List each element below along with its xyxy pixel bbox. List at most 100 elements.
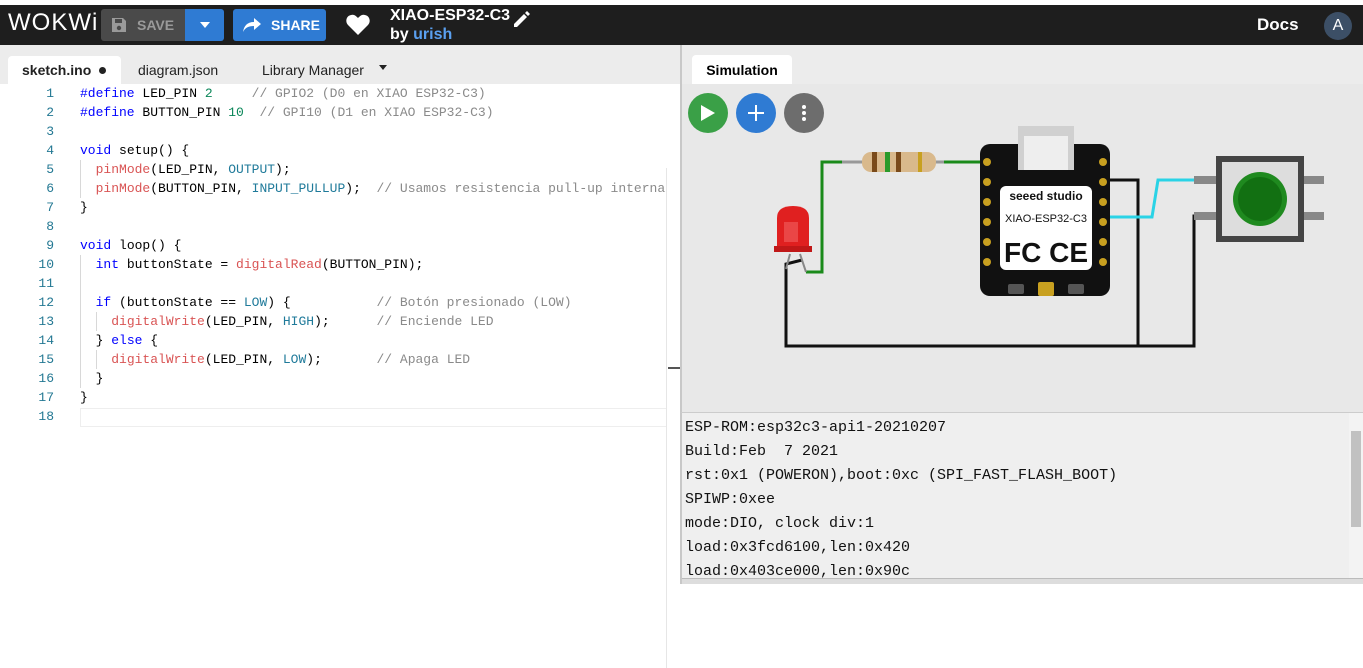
- pencil-icon: [514, 11, 530, 27]
- line-number: 17: [38, 390, 54, 405]
- red-led: [774, 206, 812, 273]
- indent-guide: [80, 255, 81, 388]
- code-line[interactable]: 6 pinMode(BUTTON_PIN, INPUT_PULLUP); // …: [0, 179, 680, 198]
- serial-scrollbar[interactable]: [1349, 413, 1363, 578]
- line-number: 1: [46, 86, 54, 101]
- share-arrow-icon: [243, 18, 261, 32]
- code-text: int buttonState = digitalRead(BUTTON_PIN…: [95, 257, 424, 272]
- code-line[interactable]: 18: [0, 407, 680, 426]
- caret-down-icon: [199, 22, 210, 28]
- code-line[interactable]: 14 } else {: [0, 331, 680, 350]
- floppy-disk-icon: [112, 18, 126, 32]
- more-options-button[interactable]: [784, 93, 824, 133]
- code-line[interactable]: 16 }: [0, 369, 680, 388]
- line-number: 4: [46, 143, 54, 158]
- serial-line: rst:0x1 (POWERON),boot:0xc (SPI_FAST_FLA…: [685, 467, 1118, 484]
- pushbutton: [1194, 156, 1324, 242]
- tab-library-manager[interactable]: Library Manager: [248, 56, 378, 84]
- xiao-esp32-c3-board: seeed studio XIAO-ESP32-C3 FC CE: [980, 126, 1110, 296]
- save-button[interactable]: SAVE: [101, 9, 185, 41]
- project-author: by urish: [390, 26, 452, 44]
- editor-tabbar: sketch.ino diagram.json Library Manager: [0, 45, 680, 84]
- play-icon: [701, 105, 715, 121]
- code-text: }: [80, 200, 88, 215]
- save-label: SAVE: [137, 17, 175, 33]
- simulation-canvas[interactable]: seeed studio XIAO-ESP32-C3 FC CE: [680, 84, 1363, 412]
- line-number: 6: [46, 181, 54, 196]
- code-text: }: [80, 390, 88, 405]
- code-text: pinMode(LED_PIN, OUTPUT);: [95, 162, 291, 177]
- code-line[interactable]: 2 #define BUTTON_PIN 10 // GPI10 (D1 en X…: [0, 103, 680, 122]
- line-number: 7: [46, 200, 54, 215]
- code-text: if (buttonState == LOW) { // Botón presi…: [95, 295, 572, 310]
- line-number: 8: [46, 219, 54, 234]
- code-text: digitalWrite(LED_PIN, HIGH); // Enciende…: [111, 314, 494, 329]
- code-line[interactable]: 3: [0, 122, 680, 141]
- code-text: void loop() {: [80, 238, 182, 253]
- plus-icon: [748, 105, 764, 121]
- serial-line: Build:Feb 7 2021: [685, 443, 839, 460]
- tab-label: Library Manager: [262, 62, 364, 78]
- app-header: WOKWi SAVE SHARE XIAO-ESP32-C3 by urish …: [0, 5, 1363, 45]
- code-line[interactable]: 5 pinMode(LED_PIN, OUTPUT);: [0, 160, 680, 179]
- wokwi-logo[interactable]: WOKWi: [8, 9, 99, 36]
- author-link[interactable]: urish: [413, 26, 453, 43]
- indent-guide: [96, 312, 97, 331]
- serial-line: mode:DIO, clock div:1: [685, 515, 875, 532]
- like-button[interactable]: [346, 14, 370, 40]
- tab-label: diagram.json: [138, 62, 219, 78]
- line-number: 18: [38, 409, 54, 424]
- save-dropdown-button[interactable]: [185, 9, 224, 41]
- add-part-button[interactable]: [736, 93, 776, 133]
- code-text: pinMode(BUTTON_PIN, INPUT_PULLUP); // Us…: [95, 181, 666, 196]
- tab-label: sketch.ino: [22, 62, 92, 78]
- line-number: 9: [46, 238, 54, 253]
- line-number: 11: [38, 276, 54, 291]
- code-line[interactable]: 15 digitalWrite(LED_PIN, LOW); // Apaga …: [0, 350, 680, 369]
- share-button[interactable]: SHARE: [233, 9, 326, 41]
- serial-line: ESP-ROM:esp32c3-api1-20210207: [685, 419, 947, 436]
- serial-input-bar[interactable]: [682, 578, 1363, 584]
- code-text: #define BUTTON_PIN 10 // GPI10 (D1 en XI…: [80, 105, 494, 120]
- code-text: }: [80, 371, 104, 386]
- wire-cyan: [1102, 178, 1202, 219]
- code-line[interactable]: 9 void loop() {: [0, 236, 680, 255]
- line-number: 2: [46, 105, 54, 120]
- by-label: by: [390, 26, 409, 43]
- code-editor[interactable]: 1#define LED_PIN 2 // GPIO2 (D0 en XIAO …: [0, 84, 680, 668]
- serial-line: load:0x3fcd6100,len:0x420: [685, 539, 911, 556]
- share-label: SHARE: [271, 17, 321, 33]
- resistor: [842, 152, 944, 172]
- project-title: XIAO-ESP32-C3: [390, 7, 511, 24]
- unsaved-dot-icon: [99, 66, 107, 74]
- code-line[interactable]: 12 if (buttonState == LOW) { // Botón pr…: [0, 293, 680, 312]
- code-line[interactable]: 1#define LED_PIN 2 // GPIO2 (D0 en XIAO …: [0, 84, 680, 103]
- tab-simulation[interactable]: Simulation: [692, 55, 792, 84]
- vertical-dots-icon: [802, 105, 806, 121]
- docs-link[interactable]: Docs: [1257, 15, 1299, 34]
- serial-scroll-thumb[interactable]: [1351, 431, 1361, 527]
- line-number: 15: [38, 352, 54, 367]
- start-simulation-button[interactable]: [688, 93, 728, 133]
- circuit-diagram: seeed studio XIAO-ESP32-C3 FC CE: [774, 126, 1324, 348]
- line-number: 14: [38, 333, 54, 348]
- line-number: 5: [46, 162, 54, 177]
- edit-title-button[interactable]: [512, 9, 532, 34]
- code-line[interactable]: 10 int buttonState = digitalRead(BUTTON_…: [0, 255, 680, 274]
- code-text: } else {: [80, 333, 159, 348]
- line-number: 3: [46, 124, 54, 139]
- code-line[interactable]: 11: [0, 274, 680, 293]
- editor-scrollbar[interactable]: [666, 168, 680, 668]
- tab-diagram-json[interactable]: diagram.json: [124, 56, 240, 84]
- cert-marks-text: FC CE: [1004, 237, 1088, 268]
- code-line[interactable]: 17}: [0, 388, 680, 407]
- code-line[interactable]: 13 digitalWrite(LED_PIN, HIGH); // Encie…: [0, 312, 680, 331]
- code-line[interactable]: 7}: [0, 198, 680, 217]
- code-line[interactable]: 8: [0, 217, 680, 236]
- tab-menu-caret-icon[interactable]: [379, 65, 387, 70]
- tab-sketch-ino[interactable]: sketch.ino: [8, 56, 121, 84]
- user-avatar[interactable]: A: [1324, 12, 1352, 40]
- line-number: 16: [38, 371, 54, 386]
